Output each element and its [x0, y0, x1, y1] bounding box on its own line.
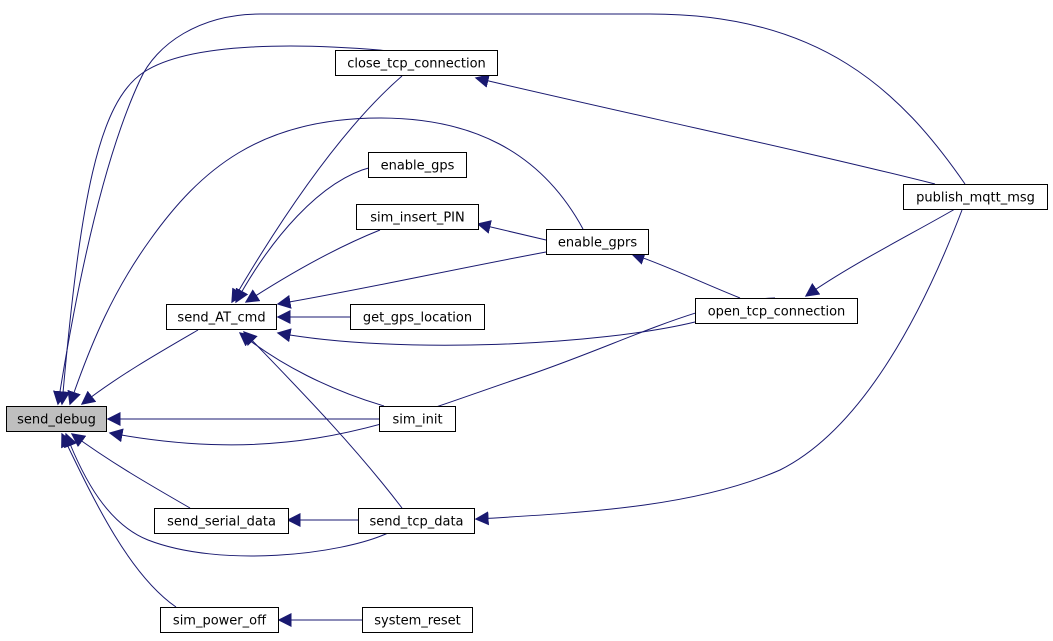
node-sim_insert_PIN[interactable]: sim_insert_PIN: [356, 204, 479, 230]
edge-publish_mqtt_msg-to-close_tcp_connection: [474, 74, 936, 185]
node-label: enable_gps: [381, 159, 455, 174]
node-sim_init[interactable]: sim_init: [379, 406, 456, 432]
edge-close_tcp_connection-to-send_debug: [56, 45, 401, 406]
edge-open_tcp_connection-to-send_AT_cmd: [276, 321, 696, 346]
node-label: send_AT_cmd: [177, 311, 265, 326]
nodes-layer: send_debug send_AT_cmd close_tcp_connectio…: [6, 50, 1048, 633]
edge-send_AT_cmd-to-send_debug: [80, 329, 199, 405]
node-send_AT_cmd[interactable]: send_AT_cmd: [166, 304, 277, 330]
node-box: [903, 184, 1048, 210]
node-enable_gprs[interactable]: enable_gprs: [546, 229, 649, 255]
node-publish_mqtt_msg[interactable]: publish_mqtt_msg: [903, 184, 1048, 210]
node-label: send_tcp_data: [369, 515, 463, 530]
node-label: enable_gprs: [558, 236, 637, 251]
node-box: [358, 508, 475, 534]
node-box: [166, 304, 277, 330]
node-label: sim_power_off: [173, 614, 267, 629]
edge-enable_gprs-to-sim_insert_PIN: [476, 220, 547, 241]
edge-send_tcp_data-to-send_AT_cmd: [243, 330, 403, 509]
node-box: [356, 204, 479, 230]
node-box: [546, 229, 649, 255]
node-label: system_reset: [374, 614, 460, 629]
node-label: close_tcp_connection: [347, 57, 486, 72]
edge-close_tcp_connection-to-send_AT_cmd: [231, 75, 403, 304]
node-box: [695, 298, 858, 324]
edge-enable_gps-to-send_AT_cmd: [235, 166, 373, 304]
node-open_tcp_connection[interactable]: open_tcp_connection: [695, 298, 858, 324]
edge-open_tcp_connection-to-send_debug: [108, 297, 776, 446]
node-box: [368, 152, 467, 178]
node-get_gps_location[interactable]: get_gps_location: [350, 304, 485, 330]
node-enable_gps[interactable]: enable_gps: [368, 152, 467, 178]
node-label: publish_mqtt_msg: [916, 191, 1035, 206]
edge-publish_mqtt_msg-to-open_tcp_connection: [804, 208, 956, 297]
edge-enable_gprs-to-send_AT_cmd: [276, 251, 547, 309]
node-label: send_serial_data: [167, 515, 276, 530]
node-sim_power_off[interactable]: sim_power_off: [160, 607, 279, 633]
node-box: [362, 607, 473, 633]
node-box: [379, 406, 456, 432]
edge-publish_mqtt_msg-to-send_tcp_data: [474, 209, 963, 526]
edge-sim_power_off-to-send_debug: [61, 432, 177, 608]
edge-publish_mqtt_msg-to-send_debug: [53, 13, 966, 406]
node-label: sim_init: [392, 413, 442, 428]
node-label: get_gps_location: [363, 311, 472, 326]
node-box: [154, 508, 289, 534]
edge-send_serial_data-to-send_debug: [70, 433, 191, 509]
edge-sim_init-to-send_AT_cmd: [238, 332, 385, 407]
node-system_reset[interactable]: system_reset: [362, 607, 473, 633]
edge-open_tcp_connection-to-enable_gprs: [630, 251, 741, 299]
node-box: [6, 406, 107, 432]
edge-sim_insert_PIN-to-send_AT_cmd: [244, 229, 381, 303]
edge-send_tcp_data-to-send_debug: [64, 432, 389, 557]
node-box: [350, 304, 485, 330]
edge-enable_gprs-to-send_debug: [67, 117, 584, 406]
node-send_serial_data[interactable]: send_serial_data: [154, 508, 289, 534]
node-box: [335, 50, 498, 76]
node-box: [160, 607, 279, 633]
node-label: open_tcp_connection: [708, 305, 846, 320]
node-label: send_debug: [17, 413, 96, 428]
node-label: sim_insert_PIN: [370, 211, 465, 226]
node-close_tcp_connection[interactable]: close_tcp_connection: [335, 50, 498, 76]
edges-layer: [53, 13, 966, 627]
node-send_debug[interactable]: send_debug: [6, 406, 107, 432]
node-send_tcp_data[interactable]: send_tcp_data: [358, 508, 475, 534]
